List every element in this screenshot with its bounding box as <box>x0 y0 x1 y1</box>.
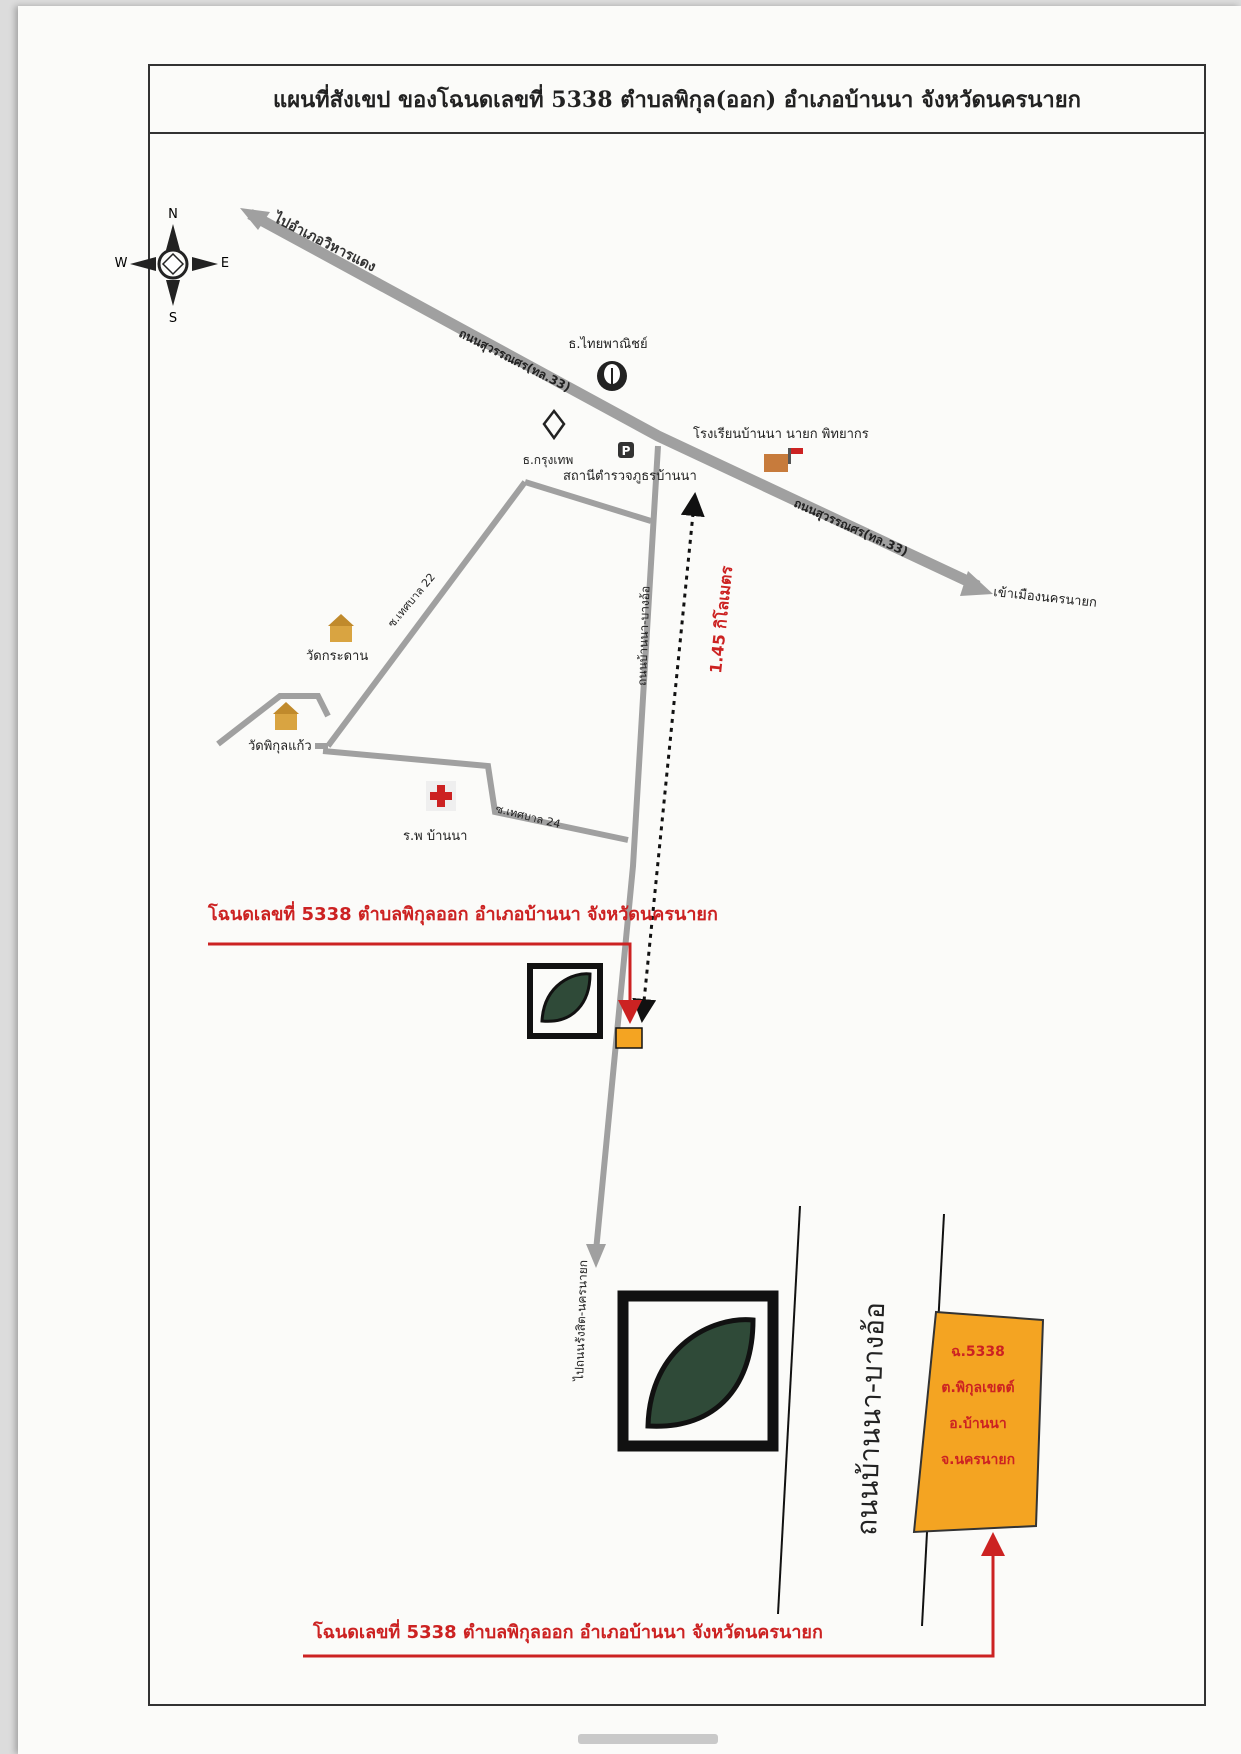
road-label-hw33-east: ถนนสุวรรณศร(ทล.33) <box>791 496 910 560</box>
compass-north: N <box>168 207 178 222</box>
parcel-line-3: อ.บ้านนา <box>949 1416 1006 1432</box>
parcel-large <box>912 1310 1045 1534</box>
place-police-station: P สถานีตำรวจภูธรบ้านนา <box>563 442 697 484</box>
road-label-hw33-west: ถนนสุวรรณศร(ทล.33) <box>456 326 573 395</box>
land-office-logo-small <box>527 963 603 1039</box>
place-thai-panich: ธ.ไทยพาณิชย์ <box>568 336 648 391</box>
place-wat-kradan: วัดกระดาน <box>306 614 368 664</box>
bank-bbl-icon <box>542 408 566 441</box>
parcel-line-4: จ.นครนายก <box>941 1452 1015 1468</box>
distance-label: 1.45 กิโลเมตร <box>705 564 736 674</box>
svg-text:ธ.ไทยพาณิชย์: ธ.ไทยพาณิชย์ <box>568 336 647 352</box>
parcel-marker-small <box>615 1027 643 1049</box>
parcel-line-1: ฉ.5338 <box>951 1344 1005 1360</box>
deed-label-top: โฉนดเลขที่ 5338 ตำบลพิกุลออก อำเภอบ้านนา… <box>207 901 718 926</box>
map-sheet: แผนที่สังเขป ของโฉนดเลขที่ 5338 ตำบลพิกุ… <box>18 6 1241 1754</box>
svg-text:สถานีตำรวจภูธรบ้านนา: สถานีตำรวจภูธรบ้านนา <box>563 468 697 484</box>
highway-33 <box>240 208 993 596</box>
distance-indicator: 1.45 กิโลเมตร <box>632 492 736 1023</box>
road-label-to-wihan-daeng: ไปอำเภอวิหารแดง <box>269 208 379 276</box>
road-label-soi-24: ซ.เทศบาล 24 <box>494 802 562 831</box>
road-label-to-rangsit: ไปถนนรังสิต-นครนายก <box>572 1260 590 1382</box>
compass-south: S <box>169 311 177 326</box>
road-label-ban-na-bang-o: ถนนบ้านนา-บางอ้อ <box>635 586 652 687</box>
school-icon <box>764 454 788 472</box>
temple-icon <box>328 614 354 626</box>
leaf-icon <box>540 972 592 1023</box>
deed-pointer-top <box>208 942 642 1024</box>
temple-icon <box>273 702 299 714</box>
svg-text:วัดพิกุลแก้ว: วัดพิกุลแก้ว <box>248 739 312 754</box>
parcel-line-2: ต.พิกุลเขตต์ <box>941 1379 1014 1396</box>
svg-text:โรงเรียนบ้านนา นายก พิทยากร: โรงเรียนบ้านนา นายก พิทยากร <box>693 426 869 442</box>
leaf-icon <box>645 1317 756 1429</box>
footer-text-faded <box>578 1734 718 1744</box>
place-hospital: ร.พ บ้านนา <box>403 781 467 844</box>
map-canvas: N S E W <box>115 207 1098 1658</box>
svg-text:ร.พ บ้านนา: ร.พ บ้านนา <box>403 829 467 844</box>
place-wat-pikul-kaew: วัดพิกุลแก้ว <box>248 702 312 754</box>
parking-icon <box>618 442 634 458</box>
compass-icon: N S E W <box>115 207 230 326</box>
compass-west: W <box>115 256 128 271</box>
place-bangkok-bank: ธ.กรุงเทพ <box>523 408 574 468</box>
compass-east: E <box>221 256 229 271</box>
svg-text:P: P <box>622 444 631 458</box>
svg-text:วัดกระดาน: วัดกระดาน <box>306 649 368 664</box>
secondary-roads <box>216 445 661 1252</box>
road-label-soi-22: ซ.เทศบาล 22 <box>385 571 438 630</box>
map-frame <box>148 134 1206 1706</box>
road-label-to-nakhon-nayok: เข้าเมืองนครนายก <box>993 584 1098 611</box>
svg-text:ธ.กรุงเทพ: ธ.กรุงเทพ <box>523 453 574 468</box>
road-label-enlarged: ถนนบ้านนา-บางอ้อ <box>850 1302 891 1537</box>
map-title: แผนที่สังเขป ของโฉนดเลขที่ 5338 ตำบลพิกุ… <box>148 64 1206 134</box>
road-arrow-south <box>586 1244 606 1268</box>
land-office-logo-large <box>617 1290 779 1452</box>
place-school: โรงเรียนบ้านนา นายก พิทยากร <box>693 426 869 472</box>
deed-label-bottom: โฉนดเลขที่ 5338 ตำบลพิกุลออก อำเภอบ้านนา… <box>312 1619 823 1644</box>
deed-pointer-bottom <box>303 1532 1005 1658</box>
